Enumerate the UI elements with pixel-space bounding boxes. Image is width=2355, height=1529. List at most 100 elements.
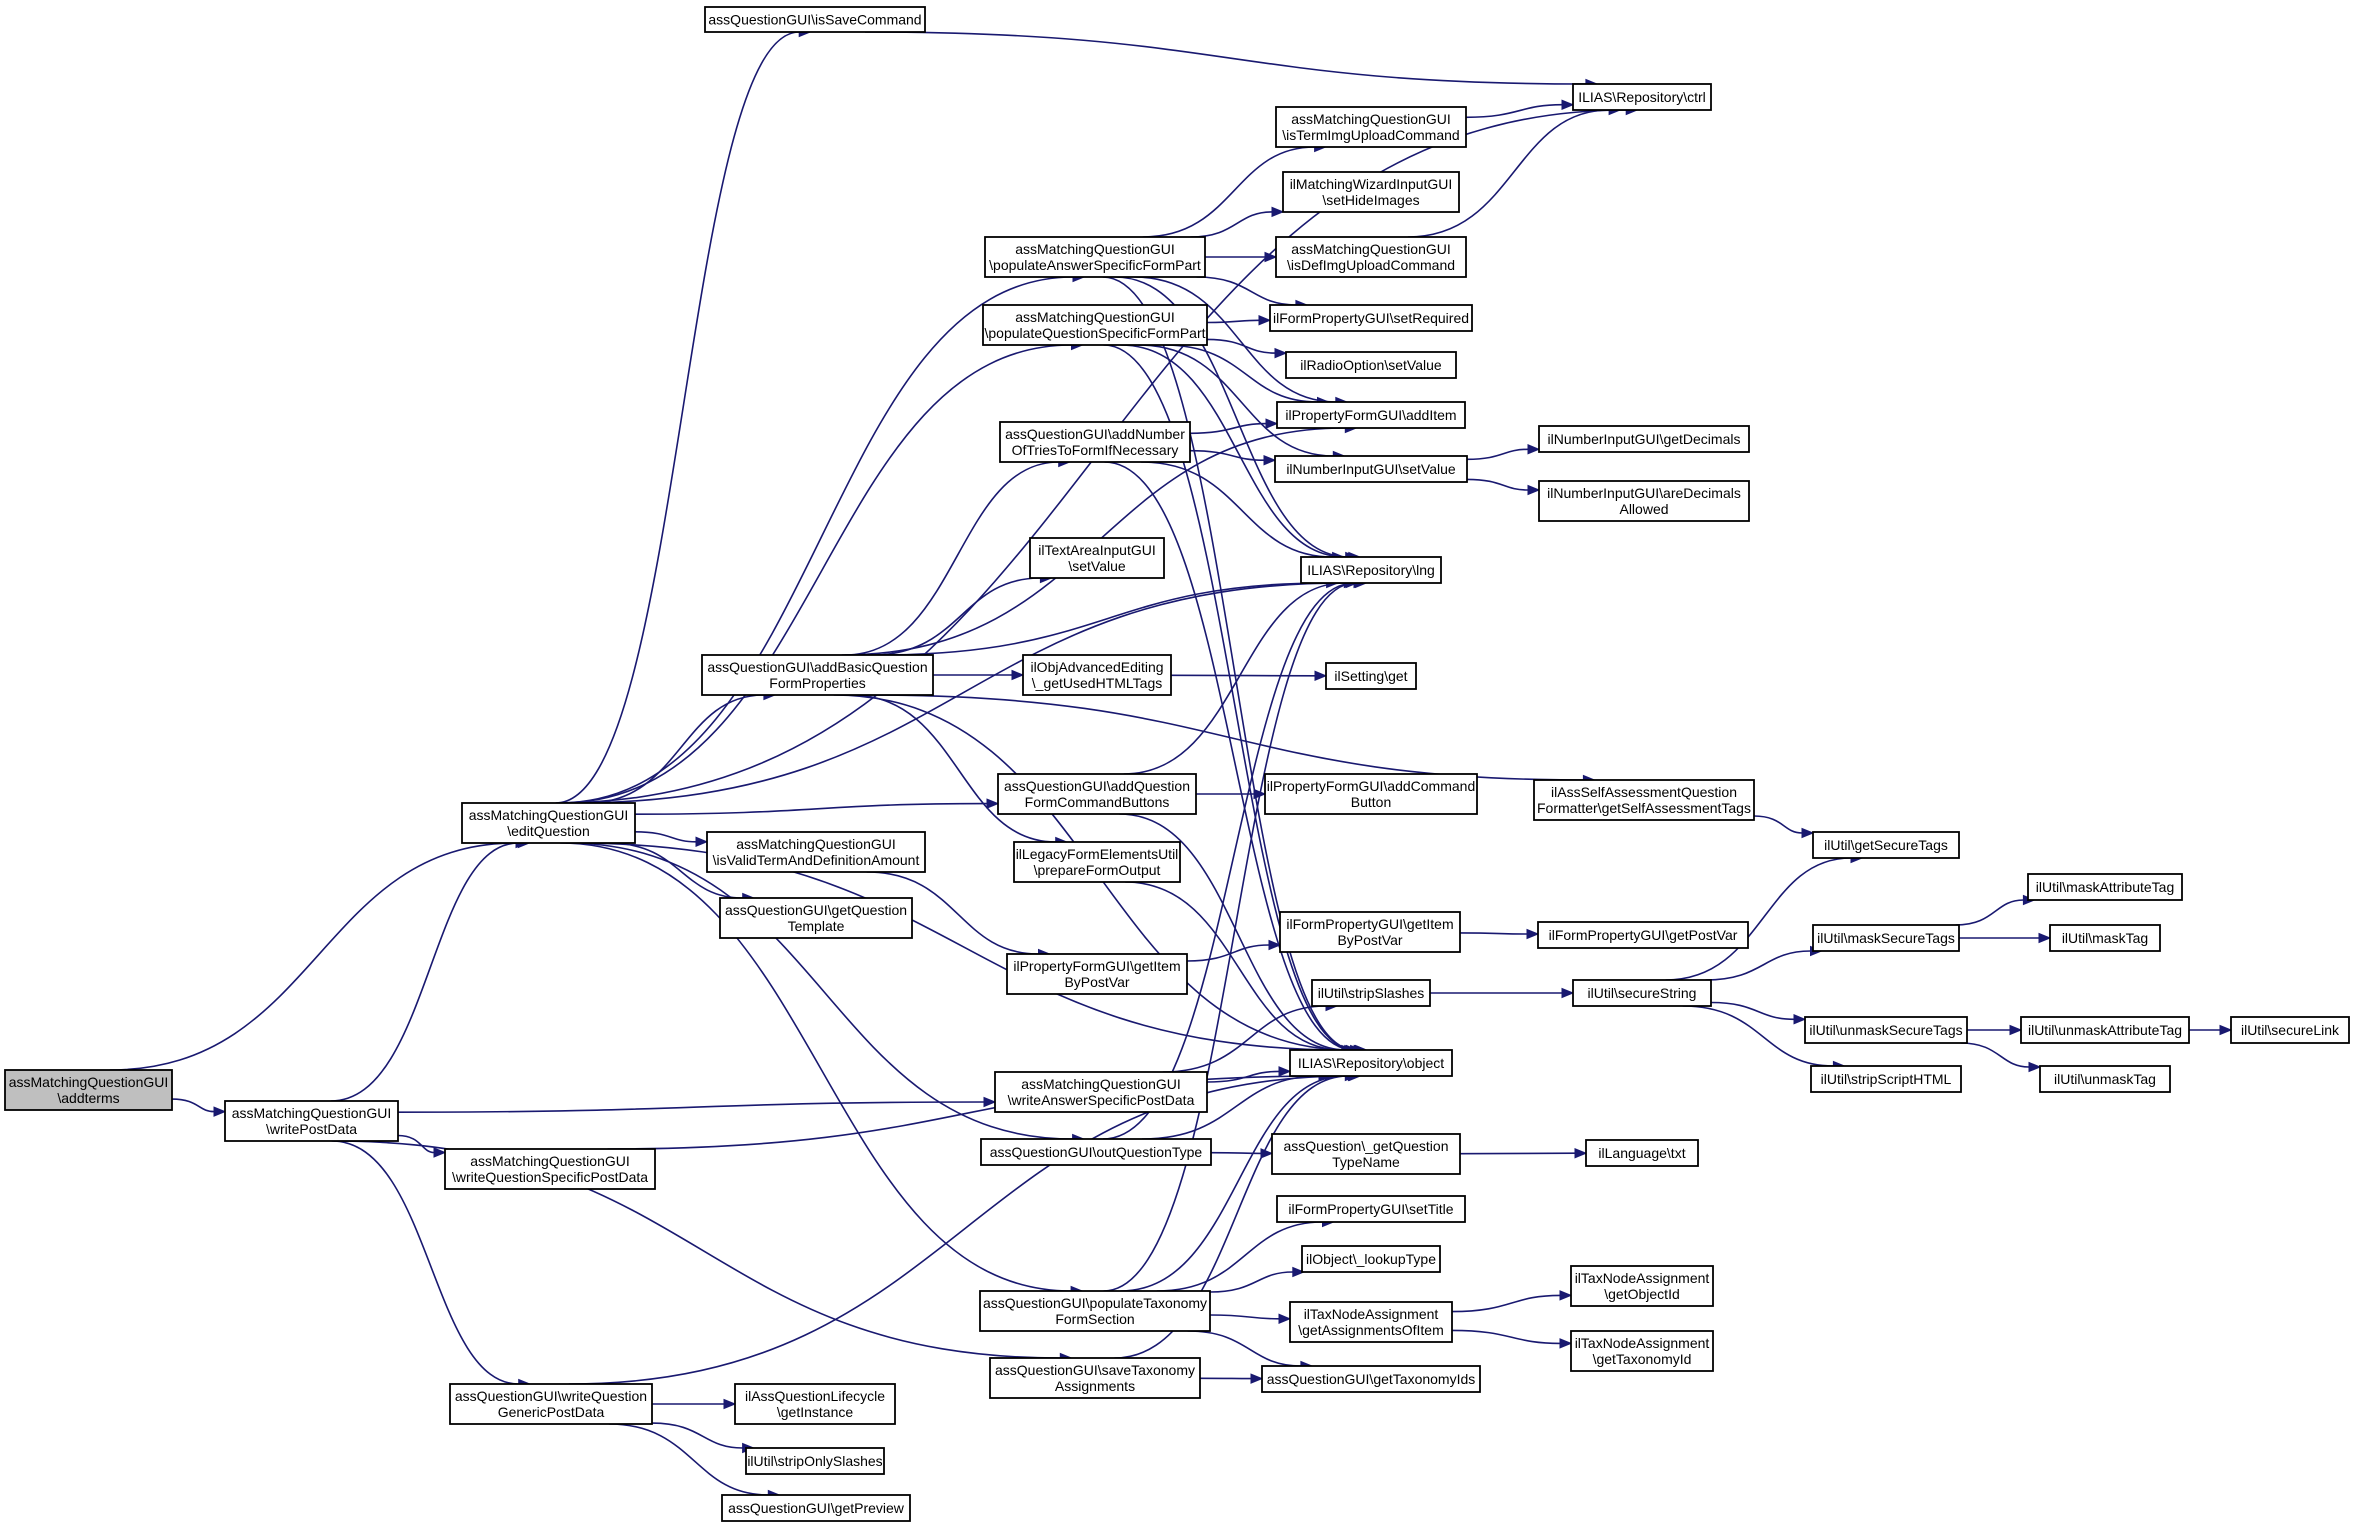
node-label-line: ILIAS\Repository\object [1298, 1055, 1444, 1071]
node-label-line: assQuestionGUI\populateTaxonomy [983, 1295, 1207, 1311]
node-isTermImgUploadCommand[interactable]: assMatchingQuestionGUI\isTermImgUploadCo… [1275, 106, 1467, 148]
node-populateAnswerSpecificFormPart[interactable]: assMatchingQuestionGUI\populateAnswerSpe… [984, 236, 1206, 278]
node-lng[interactable]: ILIAS\Repository\lng [1300, 556, 1442, 584]
node-getSecureTags[interactable]: ilUtil\getSecureTags [1812, 831, 1960, 859]
node-getDecimals[interactable]: ilNumberInputGUI\getDecimals [1538, 425, 1750, 453]
call-edge-secureString-to-maskSecureTags [1705, 945, 1823, 981]
node-numberSetValue[interactable]: ilNumberInputGUI\setValue [1274, 455, 1468, 483]
node-getTaxonomyId[interactable]: ilTaxNodeAssignment\getTaxonomyId [1570, 1330, 1714, 1372]
node-getUsedHTMLTags[interactable]: ilObjAdvancedEditing\_getUsedHTMLTags [1022, 654, 1172, 696]
node-writeQuestionGenericPostData[interactable]: assQuestionGUI\writeQuestionGenericPostD… [449, 1383, 653, 1425]
node-label-line: \populateQuestionSpecificFormPart [985, 325, 1206, 341]
node-label-line: assMatchingQuestionGUI [232, 1105, 392, 1121]
node-label-line: ilUtil\unmaskSecureTags [1809, 1022, 1962, 1038]
node-label-line: assMatchingQuestionGUI [736, 836, 896, 852]
node-box [1276, 401, 1466, 429]
node-label-line: ilUtil\stripScriptHTML [1821, 1071, 1952, 1087]
node-box [2039, 1065, 2171, 1093]
node-label-line: assQuestionGUI\isSaveCommand [708, 12, 921, 28]
node-addNumberOfTries[interactable]: assQuestionGUI\addNumberOfTriesToFormIfN… [999, 421, 1191, 463]
node-box [1022, 654, 1172, 696]
node-populateQuestionSpecificFormPart[interactable]: assMatchingQuestionGUI\populateQuestionS… [982, 304, 1208, 346]
call-edge-numberSetValue-to-areDecimalsAllowed [1466, 478, 1541, 496]
node-label-line: ilUtil\stripOnlySlashes [747, 1453, 882, 1469]
node-unmaskAttributeTag[interactable]: ilUtil\unmaskAttributeTag [2020, 1016, 2190, 1044]
node-maskSecureTags[interactable]: ilUtil\maskSecureTags [1812, 924, 1960, 952]
node-writePostData[interactable]: assMatchingQuestionGUI\writePostData [224, 1100, 399, 1142]
call-edge-addBasicQuestionFormProperties-to-textAreaSetValue [871, 572, 1053, 656]
node-getAssignmentsOfItem[interactable]: ilTaxNodeAssignment\getAssignmentsOfItem [1289, 1301, 1453, 1343]
node-isDefImgUploadCommand[interactable]: assMatchingQuestionGUI\isDefImgUploadCom… [1275, 236, 1467, 278]
node-box [1269, 304, 1473, 332]
node-lookupType[interactable]: ilObject\_lookupType [1301, 1245, 1441, 1273]
node-textAreaSetValue[interactable]: ilTextAreaInputGUI\setValue [1029, 537, 1165, 579]
node-isSaveCommand[interactable]: assQuestionGUI\isSaveCommand [704, 6, 926, 33]
node-writeAnswerSpecificPostData[interactable]: assMatchingQuestionGUI\writeAnswerSpecif… [994, 1071, 1208, 1113]
node-setHideImages[interactable]: ilMatchingWizardInputGUI\setHideImages [1282, 171, 1460, 213]
node-unmaskTag[interactable]: ilUtil\unmaskTag [2039, 1065, 2171, 1093]
node-getObjectId[interactable]: ilTaxNodeAssignment\getObjectId [1570, 1265, 1714, 1307]
node-maskAttributeTag[interactable]: ilUtil\maskAttributeTag [2027, 873, 2183, 901]
call-edge-writeQuestionSpecificPostData-to-object [607, 1070, 1338, 1150]
node-box [1812, 831, 1960, 859]
node-box [2027, 873, 2183, 901]
call-edge-populateAnswerSpecificFormPart-to-isDefImgUploadCommand [1204, 251, 1278, 263]
node-addterms[interactable]: assMatchingQuestionGUI\addterms [4, 1069, 173, 1111]
call-edge-addNumberOfTries-to-numberSetValue [1189, 449, 1277, 466]
node-stripOnlySlashes[interactable]: ilUtil\stripOnlySlashes [745, 1447, 885, 1475]
node-label-line: assQuestionGUI\saveTaxonomy [995, 1362, 1195, 1378]
node-addBasicQuestionFormProperties[interactable]: assQuestionGUI\addBasicQuestionFormPrope… [701, 654, 934, 696]
node-getSelfAssessmentTags[interactable]: ilAssSelfAssessmentQuestionFormatter\get… [1533, 779, 1755, 821]
node-isValidTermAndDefinitionAmount[interactable]: assMatchingQuestionGUI\isValidTermAndDef… [706, 831, 926, 873]
call-edge-editQuestion-to-isValidTermAndDefinitionAmount [634, 831, 709, 848]
node-outQuestionType[interactable]: assQuestionGUI\outQuestionType [980, 1138, 1212, 1166]
node-addItem[interactable]: ilPropertyFormGUI\addItem [1276, 401, 1466, 429]
node-label-line: ilObject\_lookupType [1306, 1251, 1436, 1267]
node-label-line: ilSetting\get [1334, 668, 1407, 684]
node-box [980, 1138, 1212, 1166]
node-addQuestionFormCommandButtons[interactable]: assQuestionGUI\addQuestionFormCommandBut… [997, 773, 1197, 815]
node-setRequired[interactable]: ilFormPropertyGUI\setRequired [1269, 304, 1473, 332]
node-unmaskSecureTags[interactable]: ilUtil\unmaskSecureTags [1804, 1016, 1968, 1044]
call-edge-getSelfAssessmentTags-to-getSecureTags [1753, 815, 1815, 839]
node-stripScriptHTML[interactable]: ilUtil\stripScriptHTML [1810, 1065, 1962, 1093]
node-getPostVar[interactable]: ilFormPropertyGUI\getPostVar [1537, 921, 1749, 949]
call-edge-writePostData-to-editQuestion [330, 837, 531, 1102]
node-getPreview[interactable]: assQuestionGUI\getPreview [721, 1494, 911, 1522]
node-label-line: assMatchingQuestionGUI [1015, 309, 1175, 325]
node-box [1810, 1065, 1962, 1093]
node-label-line: Assignments [1055, 1378, 1135, 1394]
node-setTitle[interactable]: ilFormPropertyGUI\setTitle [1276, 1195, 1466, 1223]
node-box [1585, 1139, 1699, 1167]
node-label-line: \isTermImgUploadCommand [1282, 127, 1459, 143]
node-getInstance[interactable]: ilAssQuestionLifecycle\getInstance [734, 1383, 896, 1425]
node-ctrl[interactable]: ILIAS\Repository\ctrl [1572, 83, 1712, 111]
node-writeQuestionSpecificPostData[interactable]: assMatchingQuestionGUI\writeQuestionSpec… [444, 1148, 656, 1190]
node-settingGet[interactable]: ilSetting\get [1325, 662, 1417, 690]
node-prepareFormOutput[interactable]: ilLegacyFormElementsUtil\prepareFormOutp… [1013, 841, 1181, 883]
node-radioSetValue[interactable]: ilRadioOption\setValue [1285, 351, 1457, 379]
node-getTaxonomyIds[interactable]: assQuestionGUI\getTaxonomyIds [1261, 1365, 1481, 1393]
call-edge-saveTaxonomyAssignments-to-getTaxonomyIds [1199, 1373, 1264, 1384]
node-box [984, 236, 1206, 278]
node-languageTxt[interactable]: ilLanguage\txt [1585, 1139, 1699, 1167]
node-secureString[interactable]: ilUtil\secureString [1572, 979, 1712, 1007]
node-stripSlashes[interactable]: ilUtil\stripSlashes [1311, 979, 1431, 1007]
node-label-line: Formatter\getSelfAssessmentTags [1537, 800, 1751, 816]
node-secureLink[interactable]: ilUtil\secureLink [2230, 1016, 2350, 1044]
node-editQuestion[interactable]: assMatchingQuestionGUI\editQuestion [461, 802, 636, 844]
node-label-line: \getObjectId [1604, 1286, 1680, 1302]
node-maskTag[interactable]: ilUtil\maskTag [2049, 924, 2161, 952]
node-object[interactable]: ILIAS\Repository\object [1289, 1049, 1453, 1077]
node-label-line: FormCommandButtons [1025, 794, 1170, 810]
node-populateTaxonomyFormSection[interactable]: assQuestionGUI\populateTaxonomyFormSecti… [979, 1290, 1211, 1332]
node-label-line: ilUtil\unmaskAttributeTag [2028, 1022, 2182, 1038]
node-label-line: OfTriesToFormIfNecessary [1012, 442, 1179, 458]
